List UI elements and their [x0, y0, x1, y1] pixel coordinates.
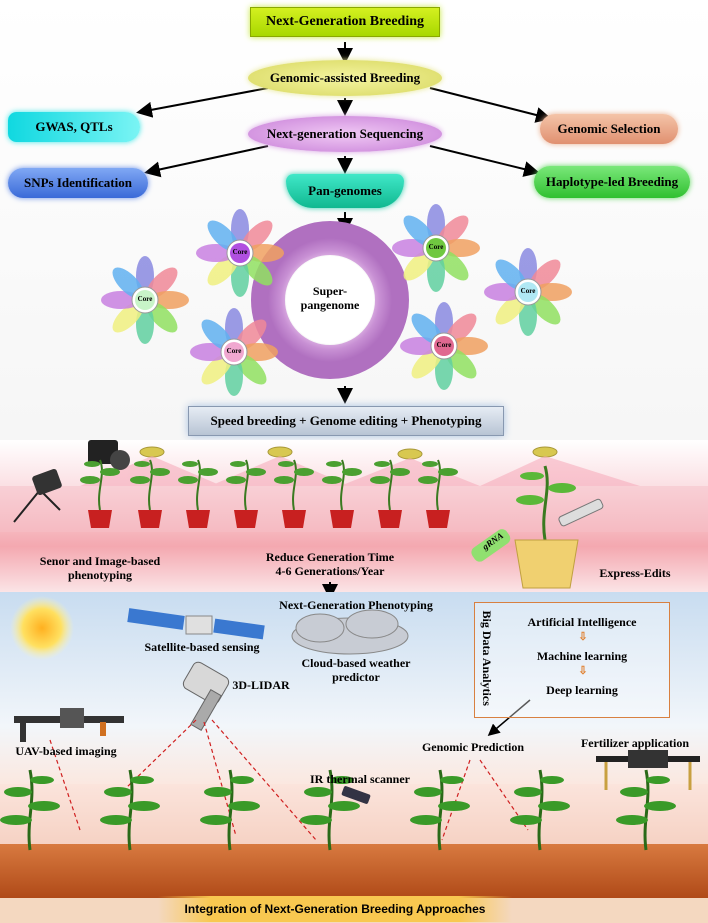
- genomic-assisted-breeding-pill: Genomic-assisted Breeding: [248, 60, 442, 96]
- core-label-6: Core: [436, 341, 452, 349]
- fertilizer-application-label: Fertilizer application: [580, 736, 690, 750]
- core-label-4: Core: [428, 243, 444, 251]
- ml-arrow-icon: ⇩: [578, 665, 588, 677]
- uav-drone-icon: [14, 708, 124, 742]
- speed-breeding-banner: Speed breeding + Genome editing + Phenot…: [188, 406, 504, 436]
- ml-label: Machine learning: [536, 649, 628, 663]
- core-label-1: Core: [232, 248, 248, 256]
- core-flower-6: [400, 302, 488, 390]
- cloud-line1: Cloud-based weather: [301, 656, 411, 670]
- genomic-selection-box: Genomic Selection: [540, 114, 678, 144]
- field-soil: [0, 844, 708, 898]
- grna-vial-icon: [471, 529, 511, 562]
- lidar-label: 3D-LIDAR: [232, 678, 290, 692]
- super-pangenome-label: Super- pangenome: [290, 284, 370, 313]
- sensor-phenotyping-label: Senor and Image-based phenotyping: [20, 554, 180, 583]
- syringe-icon: [558, 498, 604, 527]
- core-flower-1: [196, 209, 284, 297]
- gwas-qtls-box: GWAS, QTLs: [8, 112, 140, 142]
- super-pangenome-line2: pangenome: [300, 298, 360, 313]
- genomic-selection-label: Genomic Selection: [557, 121, 661, 136]
- reduce-line2: 4-6 Generations/Year: [275, 564, 385, 579]
- express-edits-label: Express-Edits: [599, 566, 671, 580]
- uav-imaging-label: UAV-based imaging: [15, 744, 117, 758]
- big-data-title: Big Data Analytics: [480, 610, 495, 706]
- camera-tripod-icon: [13, 440, 130, 523]
- cloud-icon: [291, 609, 409, 655]
- super-pangenome-line1: Super-: [312, 284, 348, 298]
- core-flower-3: [190, 308, 278, 396]
- ir-scanner-icon: [341, 786, 371, 804]
- fertilizer-drone-icon: [596, 750, 700, 790]
- snps-identification-box: SNPs Identification: [8, 168, 148, 198]
- sun-icon: [10, 596, 74, 660]
- connector-arrows: [136, 42, 552, 404]
- core-flower-4: [392, 204, 480, 292]
- ngs-pill: Next-generation Sequencing: [248, 116, 442, 152]
- footer-banner: Integration of Next-Generation Breeding …: [158, 896, 512, 922]
- lidar-drone-icon: [182, 661, 230, 732]
- speed-breeding-label: Speed breeding + Genome editing + Phenot…: [210, 413, 482, 428]
- sensor-line2: phenotyping: [67, 568, 133, 583]
- ai-label: Artificial Intelligence: [527, 615, 637, 629]
- cloud-line2: predictor: [332, 670, 380, 685]
- super-pangenome-ring: [251, 221, 409, 379]
- express-edits-plant: [471, 465, 604, 589]
- footer-label: Integration of Next-Generation Breeding …: [184, 902, 486, 916]
- satellite-sensing-label: Satellite-based sensing: [144, 640, 260, 654]
- haplotype-led-breeding-label: Haplotype-led Breeding: [545, 174, 679, 189]
- core-label-5: Core: [520, 287, 536, 295]
- reduce-generation-label: Reduce Generation Time 4-6 Generations/Y…: [240, 550, 420, 579]
- genomic-prediction-label: Genomic Prediction: [421, 740, 525, 754]
- big-data-analytics-box: Big Data Analytics Artificial Intelligen…: [474, 602, 670, 718]
- pan-genomes-box: Pan-genomes: [286, 174, 404, 208]
- ir-scanner-label: IR thermal scanner: [310, 772, 410, 786]
- cloud-weather-label: Cloud-based weather predictor: [286, 656, 426, 685]
- haplotype-led-breeding-box: Haplotype-led Breeding: [534, 166, 690, 198]
- ai-arrow-icon: ⇩: [578, 631, 588, 643]
- next-generation-breeding-box: Next-Generation Breeding: [250, 7, 440, 37]
- satellite-icon: [127, 608, 265, 640]
- gwas-qtls-label: GWAS, QTLs: [35, 119, 113, 134]
- core-label-2: Core: [137, 295, 153, 303]
- pan-genomes-label: Pan-genomes: [308, 183, 382, 198]
- next-generation-breeding-label: Next-Generation Breeding: [266, 14, 424, 29]
- field-plants: [0, 769, 676, 851]
- genomic-assisted-breeding-label: Genomic-assisted Breeding: [269, 70, 421, 85]
- core-flower-5: [484, 248, 572, 336]
- sensor-line1: Senor and Image-based: [39, 554, 161, 568]
- dl-label: Deep learning: [546, 683, 618, 697]
- reduce-line1: Reduce Generation Time: [265, 550, 395, 564]
- core-label-3: Core: [226, 347, 242, 355]
- core-flower-2: [101, 256, 189, 344]
- ngs-label: Next-generation Sequencing: [266, 126, 424, 141]
- potted-seedlings: [80, 459, 458, 528]
- pangenome-diagram: [101, 204, 572, 396]
- snps-identification-label: SNPs Identification: [24, 175, 132, 190]
- next-generation-phenotyping-label: Next-Generation Phenotyping: [279, 598, 433, 612]
